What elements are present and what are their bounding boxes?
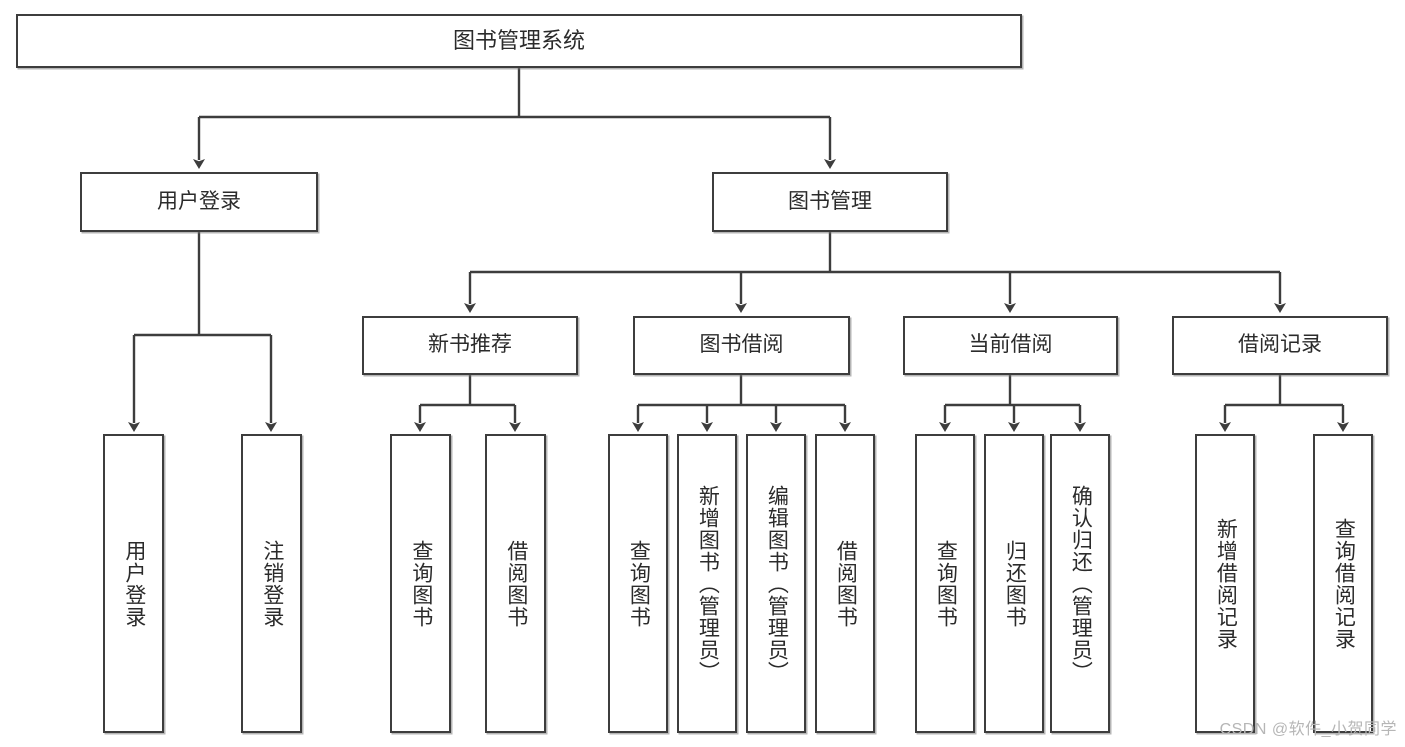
node-label: 借阅图书 [504, 539, 528, 628]
node-label: 图书借阅 [699, 333, 784, 357]
node-leaf-query-book-current[interactable]: 查询图书 [915, 434, 975, 733]
node-label: 当前借阅 [968, 333, 1053, 357]
node-label: 用户登录 [157, 189, 241, 213]
node-label: 用户登录 [122, 539, 146, 628]
node-leaf-confirm-return-admin[interactable]: 确认归还（管理员） [1050, 434, 1110, 733]
node-leaf-add-book-admin[interactable]: 新增图书（管理员） [677, 434, 737, 733]
node-label: 新增借阅记录 [1214, 517, 1238, 650]
node-label: 查询图书 [627, 539, 651, 628]
node-label: 查询图书 [409, 539, 433, 628]
node-leaf-edit-book-admin[interactable]: 编辑图书（管理员） [746, 434, 806, 733]
node-label: 借阅图书 [834, 539, 858, 628]
node-leaf-borrow-book-recommend[interactable]: 借阅图书 [485, 434, 546, 733]
node-leaf-return-book[interactable]: 归还图书 [984, 434, 1044, 733]
node-book-management[interactable]: 图书管理 [712, 172, 948, 232]
node-label: 借阅记录 [1238, 333, 1322, 357]
node-leaf-add-borrow-record[interactable]: 新增借阅记录 [1195, 434, 1255, 733]
node-label: 查询图书 [934, 539, 958, 628]
node-label: 注销登录 [260, 539, 284, 628]
node-label: 图书管理系统 [452, 28, 585, 54]
node-root-book-management-system[interactable]: 图书管理系统 [16, 14, 1022, 68]
node-label: 查询借阅记录 [1332, 517, 1356, 650]
node-leaf-query-book-borrow[interactable]: 查询图书 [608, 434, 668, 733]
node-leaf-query-borrow-record[interactable]: 查询借阅记录 [1313, 434, 1373, 733]
node-leaf-user-login[interactable]: 用户登录 [103, 434, 164, 733]
node-leaf-logout-login[interactable]: 注销登录 [241, 434, 302, 733]
node-label: 确认归还（管理员） [1069, 484, 1093, 683]
node-label: 归还图书 [1003, 539, 1027, 628]
node-book-borrow[interactable]: 图书借阅 [633, 316, 850, 375]
node-label: 新书推荐 [428, 333, 512, 357]
node-borrow-record[interactable]: 借阅记录 [1172, 316, 1388, 375]
node-leaf-borrow-book[interactable]: 借阅图书 [815, 434, 875, 733]
node-user-login[interactable]: 用户登录 [80, 172, 318, 232]
node-label: 编辑图书（管理员） [765, 484, 789, 683]
watermark-text: CSDN @软件_小贺同学 [1219, 721, 1397, 738]
node-leaf-query-book-recommend[interactable]: 查询图书 [390, 434, 451, 733]
node-current-borrow[interactable]: 当前借阅 [903, 316, 1118, 375]
node-label: 图书管理 [788, 189, 872, 213]
node-label: 新增图书（管理员） [696, 484, 720, 683]
node-new-book-recommend[interactable]: 新书推荐 [362, 316, 578, 375]
